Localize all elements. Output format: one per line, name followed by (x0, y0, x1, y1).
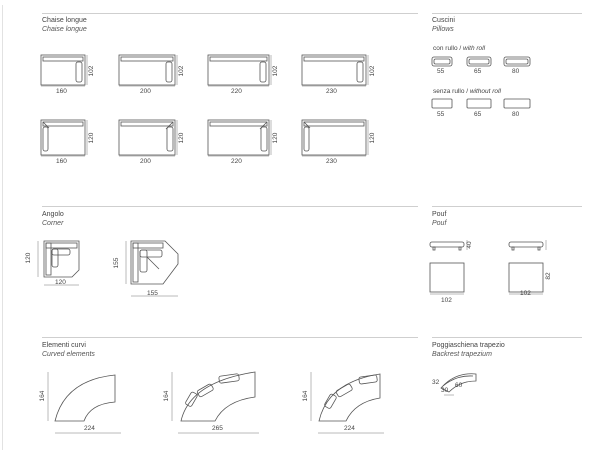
pillow-without-roll-3: 80 (512, 111, 520, 118)
corner-1-width: 120 (55, 279, 66, 286)
pillow-with-roll-2: 65 (474, 68, 482, 75)
chaise-r1-width-3: 220 (231, 88, 242, 95)
chaise-r2-width-4: 230 (326, 158, 337, 165)
pillow-without-roll-2: 65 (474, 111, 482, 118)
curved-1-width: 224 (84, 425, 95, 432)
backrest-dim-b: 30 (441, 387, 449, 394)
curved-subtitle: Curved elements (42, 351, 95, 358)
chaise-r1-width-1: 160 (56, 88, 67, 95)
pillows-without-roll-label: senza rullo / without roll (433, 88, 501, 95)
corner-2-width: 155 (147, 290, 158, 297)
pillow-with-roll-3: 80 (512, 68, 520, 75)
backrest-dim-a: 32 (432, 379, 440, 386)
pouf-1-width: 102 (441, 297, 452, 304)
chaise-r1-width-2: 200 (140, 88, 151, 95)
corner-subtitle: Corner (42, 220, 64, 227)
backrest-subtitle: Backrest trapezium (432, 351, 492, 358)
pillows-with-roll-label: con rullo / with roll (433, 45, 486, 52)
chaise-subtitle: Chaise longue (42, 26, 87, 33)
curved-title: Elementi curvi (42, 342, 86, 349)
chaise-r2-width-2: 200 (140, 158, 151, 165)
corner-title: Angolo (42, 211, 64, 218)
chaise-r2-width-1: 160 (56, 158, 67, 165)
pillow-with-roll-1: 55 (437, 68, 445, 75)
backrest-title: Poggiaschiena trapezio (432, 342, 505, 349)
corner-rule (42, 206, 418, 207)
chaise-r2-width-3: 220 (231, 158, 242, 165)
pouf-rule (432, 206, 582, 207)
chaise-title: Chaise longue (42, 17, 87, 24)
chaise-rule (42, 13, 418, 14)
backrest-rule (432, 337, 582, 338)
curved-3-width: 224 (344, 425, 355, 432)
curved-rule (42, 337, 418, 338)
pillows-subtitle: Pillows (432, 26, 454, 33)
chaise-r1-width-4: 230 (326, 88, 337, 95)
pillow-without-roll-1: 55 (437, 111, 445, 118)
pouf-title: Pouf (432, 211, 447, 218)
pillows-title: Cuscini (432, 17, 455, 24)
backrest-dim-c: 60 (455, 382, 463, 389)
pouf-subtitle: Pouf (432, 220, 447, 227)
left-guide (2, 5, 3, 450)
pouf-2-width: 102 (520, 290, 531, 297)
curved-2-width: 265 (212, 425, 223, 432)
pillows-rule (432, 13, 582, 14)
